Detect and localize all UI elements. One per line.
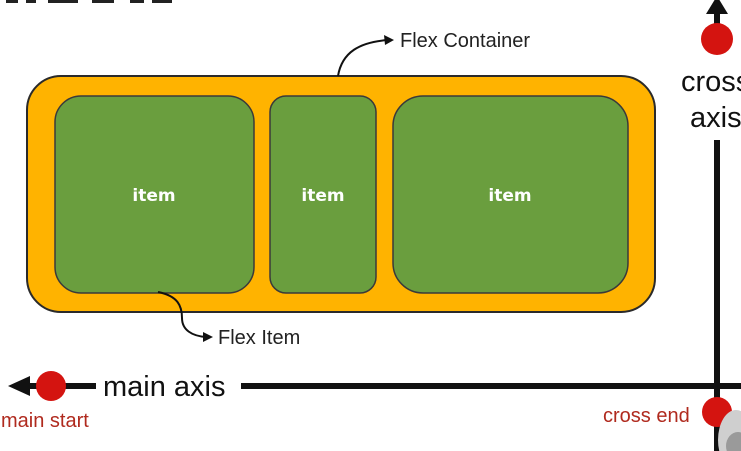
flex-item-box-3 — [392, 95, 629, 294]
flex-item-box-2 — [269, 95, 377, 294]
flex-item-label-2: item — [301, 186, 344, 206]
flex-item-arrowhead — [203, 332, 213, 342]
cropped-heading-fragment — [0, 0, 180, 6]
main-axis-arrowhead — [8, 376, 30, 396]
flex-item-label: Flex Item — [218, 327, 300, 349]
flex-item-label-1: item — [132, 186, 175, 206]
cross-end-label: cross end — [603, 405, 690, 427]
flex-container-arrowhead — [384, 35, 394, 45]
cross-axis-arrowhead — [706, 0, 728, 14]
flex-item-pointer-arrow — [157, 291, 207, 338]
main-start-label: main start — [1, 410, 89, 432]
flex-container-label: Flex Container — [400, 30, 530, 52]
main-start-marker — [36, 371, 66, 401]
flex-item-label-3: item — [488, 186, 531, 206]
presenter-video-thumbnail — [718, 410, 741, 451]
flex-item-box-1 — [54, 95, 255, 294]
cross-axis-label-line2: axis — [690, 102, 741, 134]
cross-start-marker — [701, 23, 733, 55]
cross-axis-label-line1: cross — [681, 66, 741, 98]
main-axis-label: main axis — [103, 371, 226, 403]
flex-container-pointer-arrow — [337, 39, 389, 77]
